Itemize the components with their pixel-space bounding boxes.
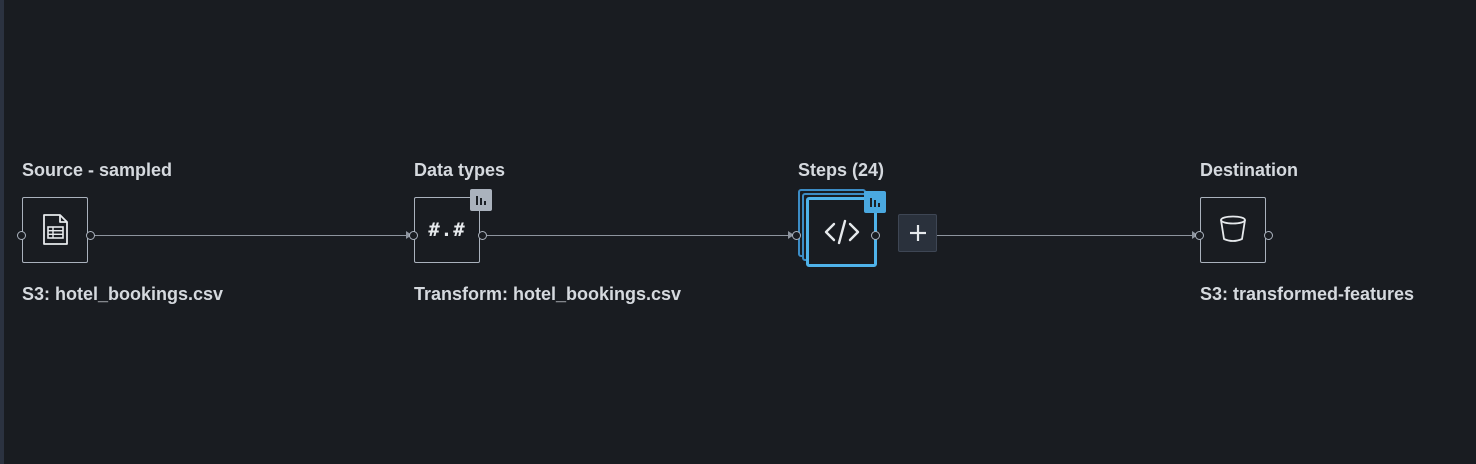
bucket-icon [1220, 215, 1246, 242]
steps-node[interactable] [806, 197, 877, 267]
edge-steps-to-destination [937, 235, 1194, 236]
source-node-title: Source - sampled [22, 160, 173, 180]
code-icon [824, 219, 859, 245]
source-node[interactable] [22, 197, 88, 263]
destination-node-title: Destination [1200, 160, 1299, 180]
source-input-port[interactable] [17, 231, 26, 240]
destination-node-subtitle: S3: transformed-features [1200, 284, 1415, 304]
plus-icon [909, 225, 926, 241]
edge-source-to-datatypes [94, 235, 408, 236]
bar-chart-icon [870, 198, 880, 207]
steps-output-port[interactable] [871, 231, 880, 240]
add-step-button[interactable] [898, 214, 937, 252]
left-panel-edge [0, 0, 4, 464]
datatypes-node-subtitle: Transform: hotel_bookings.csv [414, 284, 682, 304]
data-types-icon: #.# [428, 219, 466, 241]
datatypes-input-port[interactable] [409, 231, 418, 240]
edge-datatypes-to-steps [487, 235, 790, 236]
source-node-subtitle: S3: hotel_bookings.csv [22, 284, 224, 304]
source-output-port[interactable] [86, 231, 95, 240]
datatypes-output-port[interactable] [478, 231, 487, 240]
destination-output-port[interactable] [1264, 231, 1273, 240]
csv-file-icon [43, 214, 68, 245]
datatypes-node[interactable]: #.# [414, 197, 480, 263]
bar-chart-icon [476, 196, 486, 205]
datatypes-node-title: Data types [414, 160, 506, 180]
steps-insights-badge[interactable] [864, 191, 886, 213]
data-quality-insights-badge[interactable] [470, 189, 492, 211]
destination-node[interactable] [1200, 197, 1266, 263]
arrow-head-icon [788, 231, 794, 239]
steps-input-port[interactable] [792, 231, 801, 240]
steps-node-title: Steps (24) [798, 160, 885, 180]
destination-input-port[interactable] [1195, 231, 1204, 240]
